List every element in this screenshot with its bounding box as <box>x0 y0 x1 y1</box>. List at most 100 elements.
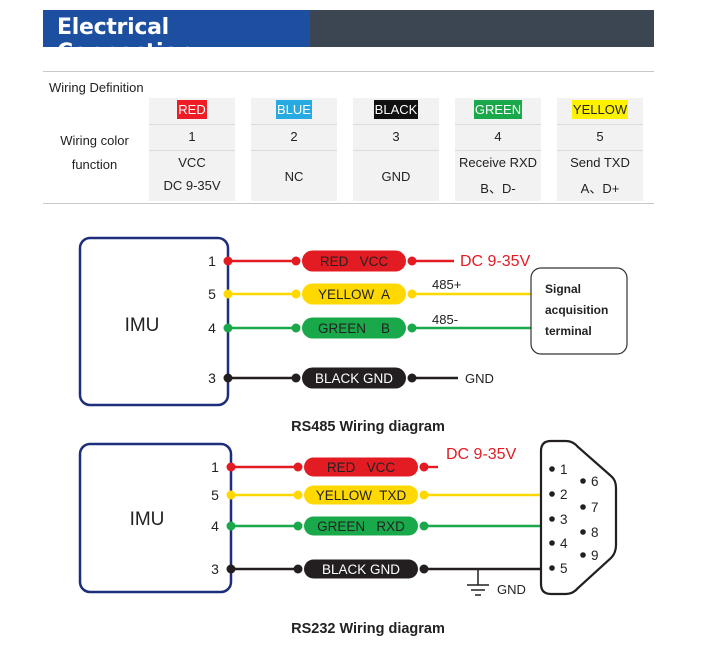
rs485-pin-dot <box>223 256 233 266</box>
wire-number: 4 <box>494 129 502 144</box>
db9-pin-number: 6 <box>591 474 599 489</box>
rs232-pin-dot <box>226 490 236 500</box>
rs232-wire-dot <box>419 564 429 574</box>
rs232-wire-label: BLACK GND <box>322 562 400 577</box>
rs485-imu-box <box>78 236 230 407</box>
rs232-imu-label: IMU <box>130 509 165 530</box>
rs485-pin-dot <box>223 373 233 383</box>
header-dark-bar <box>310 10 654 47</box>
table-column-blue: BLUE 2 NC <box>251 98 337 201</box>
rs485-gnd-label: GND <box>465 371 494 386</box>
wire-function: Send TXD <box>570 155 630 170</box>
rs232-wire-dot <box>419 462 429 472</box>
rs232-pin-number: 3 <box>211 561 219 577</box>
header-title: Electrical Connection <box>57 15 194 65</box>
rs485-pin-number: 5 <box>208 286 216 302</box>
rs485-dc-label: DC 9-35V <box>460 253 531 270</box>
rs232-pin-number: 4 <box>211 518 219 534</box>
rs232-wire-label: RED VCC <box>327 460 396 475</box>
wire-number: 1 <box>188 129 196 144</box>
rs485-pin-dot <box>223 289 233 299</box>
db9-pin-dot <box>580 552 586 558</box>
table-column-green: GREEN 4 Receive RXD B、D- <box>455 98 541 201</box>
rs485-wire-label-pill <box>302 367 406 389</box>
db9-pin-dot <box>549 491 555 497</box>
rs485-wire-dot <box>407 373 417 383</box>
rs232-gnd-label: GND <box>497 582 526 597</box>
rs485-pin-dot <box>223 323 233 333</box>
wire-number: 3 <box>392 129 400 144</box>
rs485-wire-label-pill <box>302 283 406 305</box>
rs232-wire-label-pill <box>304 559 418 579</box>
db9-pin-number: 2 <box>560 487 568 502</box>
rs232-pin-dot <box>226 462 236 472</box>
rs485-wire-dot <box>407 289 417 299</box>
db9-pin-dot <box>549 516 555 522</box>
rs232-wire-dot <box>293 462 303 472</box>
db9-pin-number: 3 <box>560 512 568 527</box>
rs485-wire-label-pill <box>302 317 406 339</box>
table-caption: Wiring Definition <box>49 80 144 95</box>
rs485-wire-label: YELLOW A <box>318 287 390 302</box>
db9-pin-number: 5 <box>560 561 568 576</box>
db9-pin-number: 4 <box>560 536 568 551</box>
rs232-wire-label-pill <box>304 485 418 505</box>
rs232-wire-dot <box>419 521 429 531</box>
rs485-wire-dot <box>407 256 417 266</box>
db9-pin-number: 8 <box>591 525 599 540</box>
rs485-wire-label-pill <box>302 250 406 272</box>
terminal-label-line2: acquisition <box>545 303 608 317</box>
wire-function: GND <box>381 169 411 184</box>
rs232-wire-label: GREEN RXD <box>317 519 405 534</box>
rs232-wire-label-pill <box>304 457 418 477</box>
db9-pin-dot <box>549 466 555 472</box>
rs485-wire-label: RED VCC <box>320 254 389 269</box>
rs232-dc-label: DC 9-35V <box>446 446 517 463</box>
db9-pin-dot <box>549 540 555 546</box>
section-header: Electrical Connection <box>43 10 654 65</box>
rs232-wire-label-pill <box>304 516 418 536</box>
wire-function-detail: A、D+ <box>580 181 620 196</box>
rs232-wire-dot <box>293 564 303 574</box>
rs232-wire-dot <box>419 490 429 500</box>
rs485-wire-label: BLACK GND <box>315 371 393 386</box>
db9-pin-dot <box>580 529 586 535</box>
ground-icon <box>467 569 489 596</box>
wire-color-name: BLUE <box>276 100 312 119</box>
rs232-pin-number: 1 <box>211 459 219 475</box>
db9-pin-number: 9 <box>591 548 599 563</box>
rs485-wire-label: GREEN B <box>318 321 390 336</box>
header-title-bar: Electrical Connection <box>43 10 310 65</box>
rs232-wire-label: YELLOW TXD <box>316 488 407 503</box>
wire-function: VCC <box>178 155 206 170</box>
rs232-pin-number: 5 <box>211 487 219 503</box>
rs485-pin-number: 1 <box>208 253 216 269</box>
wiring-definition-table: Wiring Definition Wiring color function … <box>43 71 654 204</box>
table-column-red: RED 1 VCC DC 9-35V <box>149 98 235 201</box>
db9-pin-dot <box>580 504 586 510</box>
rs485-485plus-label: 485+ <box>432 277 461 292</box>
rs232-imu-box <box>78 442 233 594</box>
rs232-wire-dot <box>293 490 303 500</box>
rs232-pin-dot <box>226 521 236 531</box>
db9-connector <box>539 439 618 596</box>
rs485-wire-dot <box>291 323 301 333</box>
rs485-wire-dot <box>291 256 301 266</box>
wire-function-detail: B、D- <box>480 181 516 196</box>
db9-pin-number: 1 <box>560 462 568 477</box>
terminal-label-line1: Signal <box>545 282 581 296</box>
rs485-wire-dot <box>407 323 417 333</box>
rs485-pin-number: 4 <box>208 320 216 336</box>
rs485-pin-number: 3 <box>208 370 216 386</box>
wire-function-detail: DC 9-35V <box>163 178 221 193</box>
wire-function: NC <box>284 169 304 184</box>
rs485-caption: RS485 Wiring diagram <box>291 419 445 435</box>
db9-pin-number: 7 <box>591 500 599 515</box>
wire-color-name: BLACK <box>373 100 419 119</box>
rs485-imu-label: IMU <box>125 315 160 336</box>
wire-number: 2 <box>290 129 298 144</box>
wire-color-name: GREEN <box>473 100 523 119</box>
db9-pin-dot <box>549 565 555 571</box>
